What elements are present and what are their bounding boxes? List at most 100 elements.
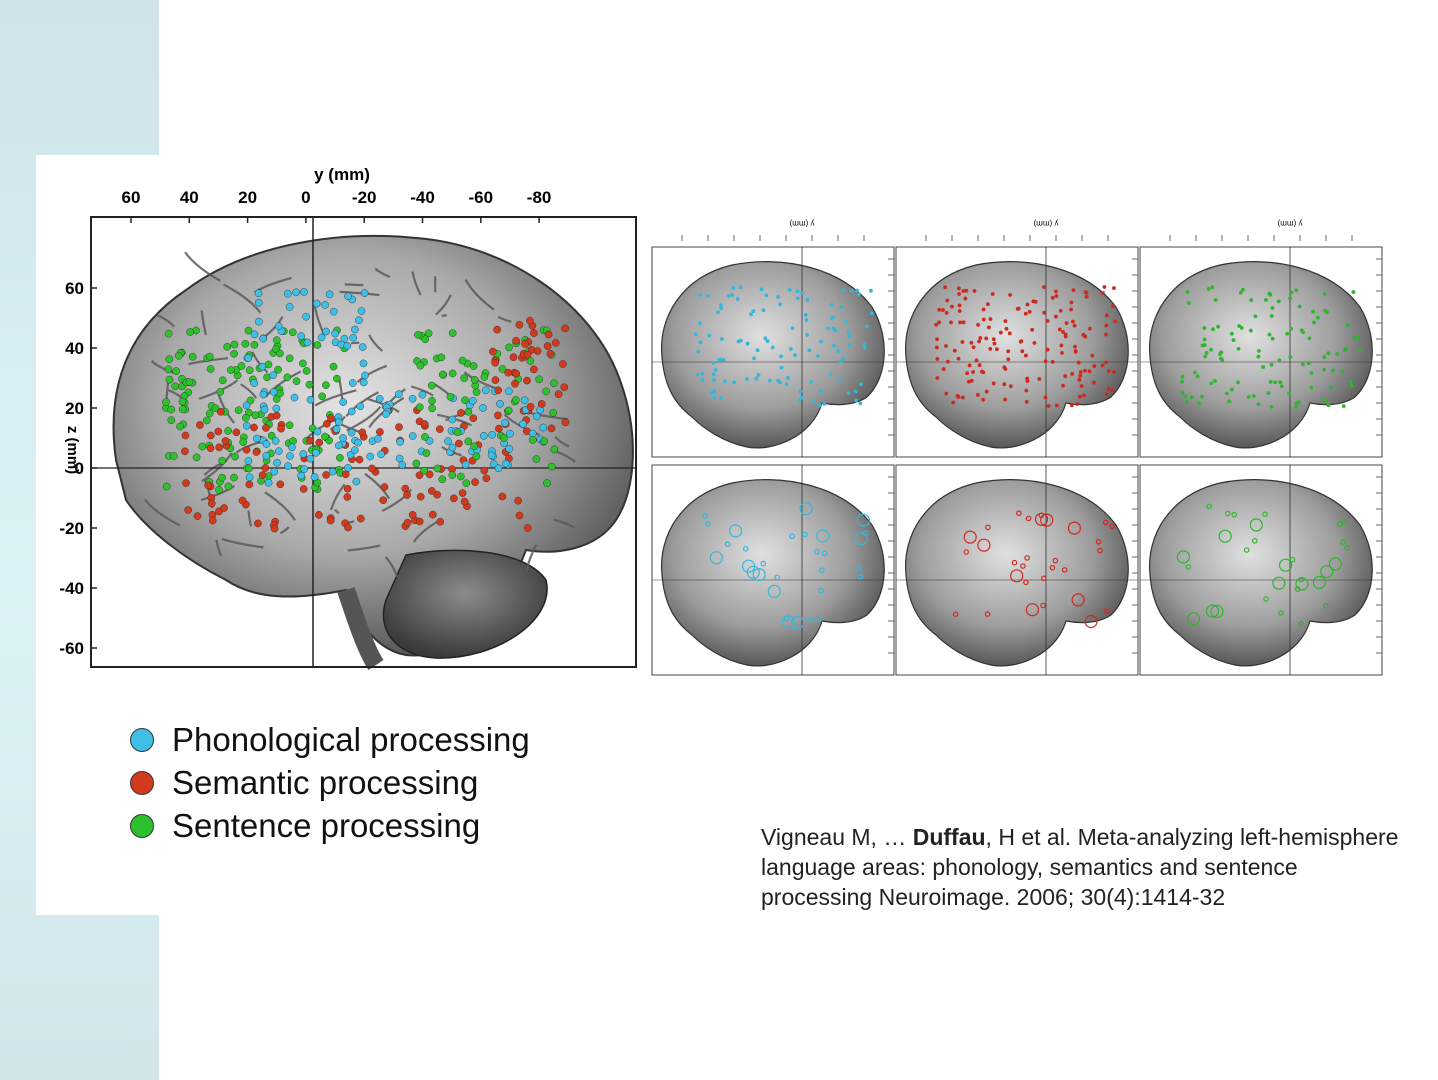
activation-point <box>521 340 529 348</box>
small-activation <box>952 348 957 353</box>
activation-point <box>182 479 190 487</box>
activation-point <box>170 452 178 460</box>
activation-point <box>260 405 269 414</box>
activation-point <box>254 519 262 528</box>
activation-point <box>314 511 323 519</box>
small-activation <box>728 524 743 538</box>
activation-point <box>162 398 170 406</box>
activation-point <box>252 448 261 456</box>
activation-point <box>273 458 281 467</box>
activation-point <box>245 366 254 374</box>
small-activation <box>1288 296 1293 301</box>
activation-point <box>178 397 187 406</box>
activation-point <box>241 339 250 348</box>
small-activation <box>755 348 760 353</box>
small-activation <box>1104 392 1109 397</box>
sulcus-line <box>464 279 495 311</box>
small-activation <box>990 292 995 296</box>
activation-point <box>494 386 503 395</box>
small-activation <box>1100 363 1105 368</box>
small-activation <box>1077 394 1082 399</box>
small-activation <box>826 326 831 331</box>
small-activation <box>855 288 860 293</box>
small-activation <box>1289 290 1294 295</box>
activation-point <box>500 434 508 442</box>
activation-point <box>246 396 255 405</box>
small-activation <box>977 339 982 344</box>
activation-point <box>532 455 541 463</box>
activation-point <box>512 369 521 378</box>
small-activation <box>800 291 805 295</box>
small-activation <box>1269 404 1274 409</box>
activation-point <box>303 338 312 347</box>
activation-point <box>495 424 503 433</box>
activation-point <box>325 290 334 299</box>
activation-point <box>334 441 343 450</box>
activation-point <box>267 431 276 440</box>
small-activation <box>1104 332 1109 337</box>
small-activation <box>1273 380 1278 385</box>
activation-point <box>313 427 322 436</box>
small-activation <box>1015 306 1020 311</box>
small-activation <box>1293 404 1298 409</box>
sulcus-line <box>347 544 381 552</box>
sulcus-line <box>188 357 229 366</box>
small-activation <box>833 328 838 333</box>
activation-point <box>438 475 447 484</box>
small-activation <box>1189 395 1194 400</box>
small-activation <box>1061 383 1065 388</box>
activation-point <box>493 325 501 334</box>
activation-point <box>415 403 424 411</box>
activation-point <box>448 369 457 378</box>
small-activation <box>1249 518 1263 532</box>
activation-point <box>276 349 284 358</box>
activation-point <box>354 438 362 447</box>
small-brain <box>660 479 885 667</box>
small-activation <box>841 356 846 361</box>
small-activation <box>935 376 940 380</box>
small-activation <box>802 531 808 538</box>
small-activation <box>1102 519 1109 526</box>
small-activation <box>1073 349 1078 354</box>
sulcus-line <box>247 510 253 527</box>
small-activation <box>1240 287 1245 292</box>
small-activation <box>994 347 999 352</box>
activation-point <box>448 471 457 479</box>
small-activation <box>700 378 705 383</box>
activation-point <box>494 411 502 420</box>
activation-point <box>505 343 513 352</box>
small-activation <box>998 330 1003 335</box>
activation-point <box>374 434 382 443</box>
activation-point <box>244 326 253 335</box>
small-activation <box>1104 360 1109 365</box>
sulcus-line <box>156 313 175 328</box>
small-activation <box>1006 349 1011 354</box>
activation-point <box>460 374 469 382</box>
activation-point <box>520 396 529 405</box>
small-activation <box>716 310 720 315</box>
small-activation <box>1061 567 1068 573</box>
small-activation <box>1344 545 1351 551</box>
small-activation <box>789 533 795 540</box>
small-activation <box>1243 547 1250 553</box>
small-activation <box>1306 361 1311 366</box>
small-activation <box>1225 510 1231 517</box>
small-activation <box>943 285 948 290</box>
activation-point <box>277 424 285 433</box>
small-activation <box>1287 391 1291 396</box>
small-activation <box>1083 368 1087 373</box>
activation-point <box>543 342 552 350</box>
small-activation <box>1272 576 1286 590</box>
small-activation <box>1078 370 1083 375</box>
sulcus-line <box>437 413 472 427</box>
small-activation <box>1110 388 1115 393</box>
sulcus-line <box>554 436 570 448</box>
activation-point <box>468 396 477 405</box>
sulcus-line <box>329 483 346 511</box>
small-activation <box>960 395 965 400</box>
activation-point <box>331 329 339 338</box>
small-activation <box>1210 604 1224 619</box>
sulcus-line <box>411 271 422 296</box>
activation-point <box>242 421 251 430</box>
activation-point <box>515 511 524 520</box>
